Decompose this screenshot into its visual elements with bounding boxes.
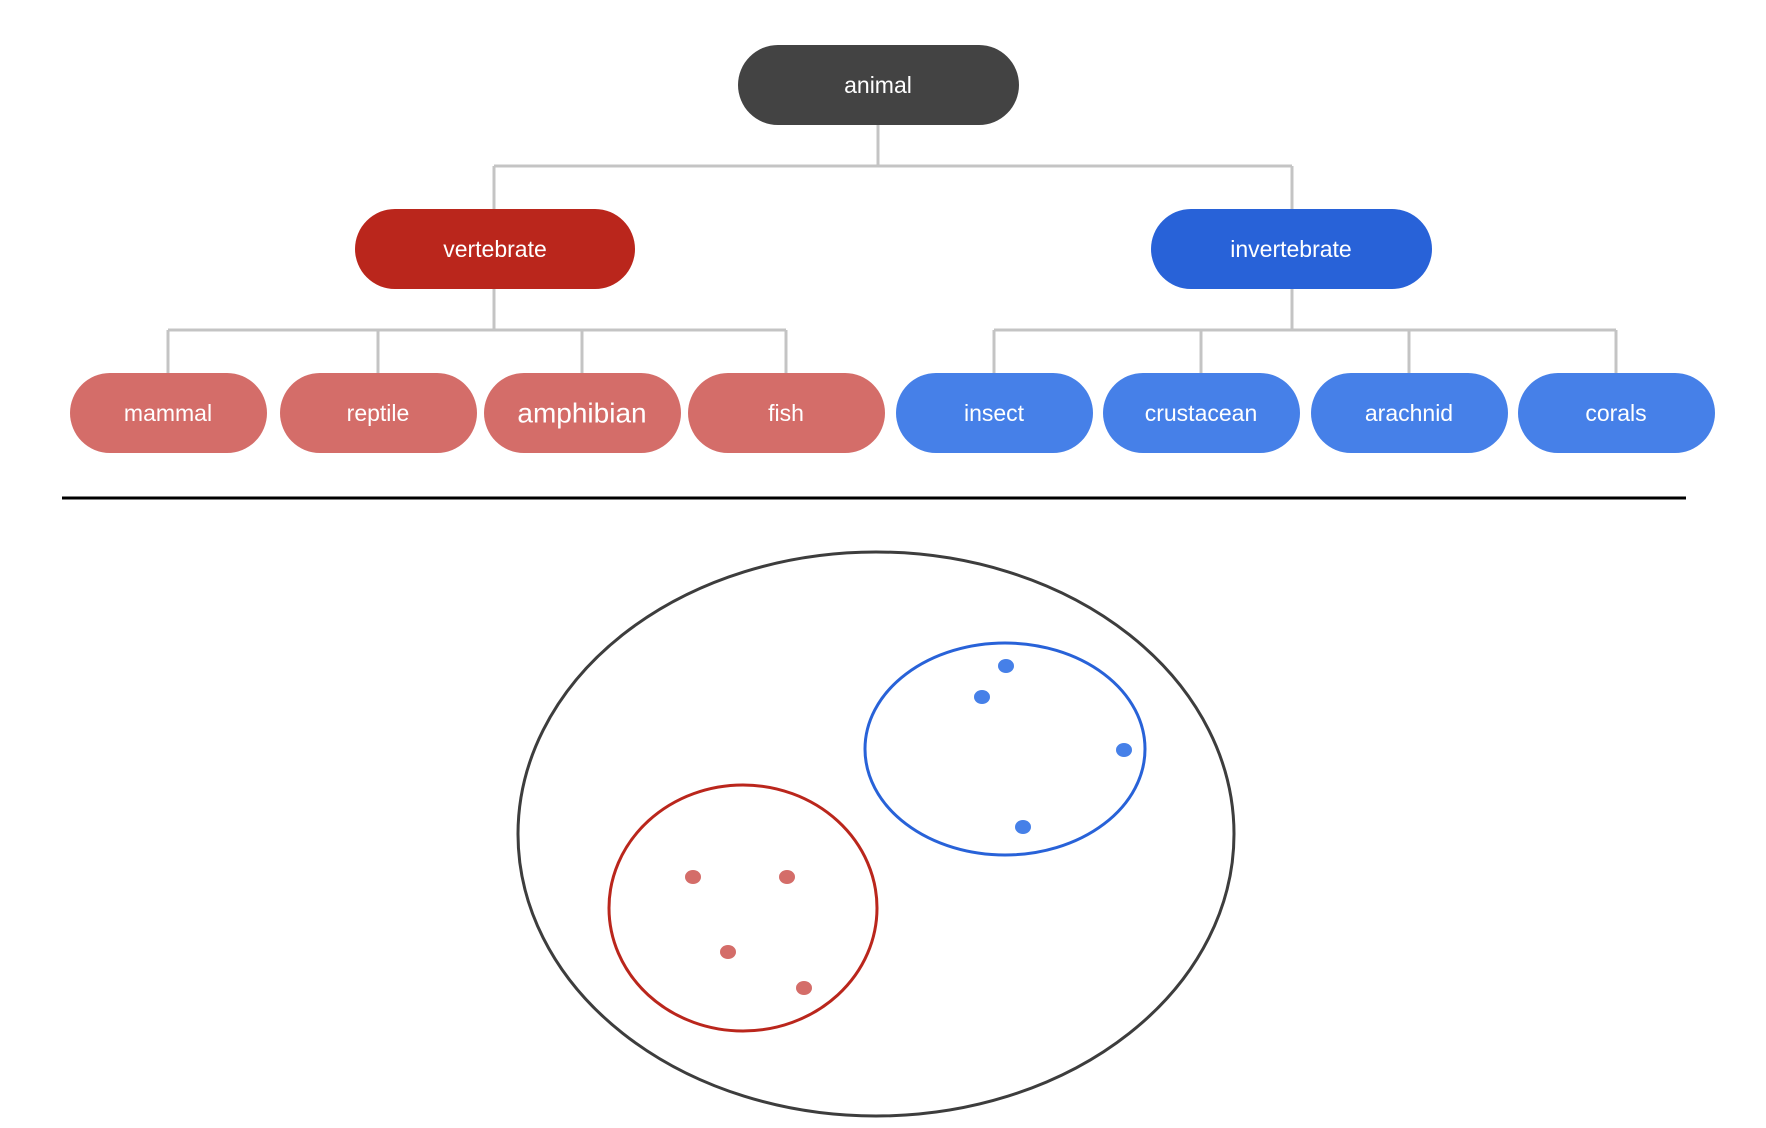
node-label-reptile: reptile: [347, 400, 410, 426]
member-dot: [685, 870, 701, 884]
set-invertebrate: [863, 641, 1147, 857]
member-dot: [720, 945, 736, 959]
node-label-vertebrate: vertebrate: [443, 236, 547, 262]
invertebrate-connectors: [992, 289, 1618, 373]
member-dot: [779, 870, 795, 884]
node-crustacean: crustacean: [1103, 373, 1300, 453]
node-invertebrate: invertebrate: [1151, 209, 1432, 289]
node-fish: fish: [688, 373, 885, 453]
node-arachnid: arachnid: [1311, 373, 1508, 453]
node-label-invertebrate: invertebrate: [1230, 236, 1351, 262]
node-corals: corals: [1518, 373, 1715, 453]
node-label-mammal: mammal: [124, 400, 212, 426]
member-dot: [974, 690, 990, 704]
set-vertebrate: [607, 783, 879, 1033]
invertebrate-members: [974, 659, 1132, 834]
member-dot: [1015, 820, 1031, 834]
node-label-arachnid: arachnid: [1365, 400, 1453, 426]
node-reptile: reptile: [280, 373, 477, 453]
vertebrate-members: [685, 870, 812, 995]
node-mammal: mammal: [70, 373, 267, 453]
node-label-insect: insect: [964, 400, 1025, 426]
node-insect: insect: [896, 373, 1093, 453]
node-amphibian: amphibian: [484, 373, 681, 453]
member-dot: [998, 659, 1014, 673]
node-animal: animal: [738, 45, 1019, 125]
set-diagram: [516, 550, 1236, 1118]
node-label-amphibian: amphibian: [517, 398, 646, 429]
node-label-crustacean: crustacean: [1145, 400, 1258, 426]
outer-set-animal: [516, 550, 1236, 1118]
node-label-corals: corals: [1585, 400, 1646, 426]
node-label-fish: fish: [768, 400, 804, 426]
member-dot: [1116, 743, 1132, 757]
node-vertebrate: vertebrate: [355, 209, 635, 289]
vertebrate-connectors: [166, 289, 788, 373]
member-dot: [796, 981, 812, 995]
root-connectors: [492, 125, 1294, 209]
node-label-animal: animal: [844, 72, 912, 98]
